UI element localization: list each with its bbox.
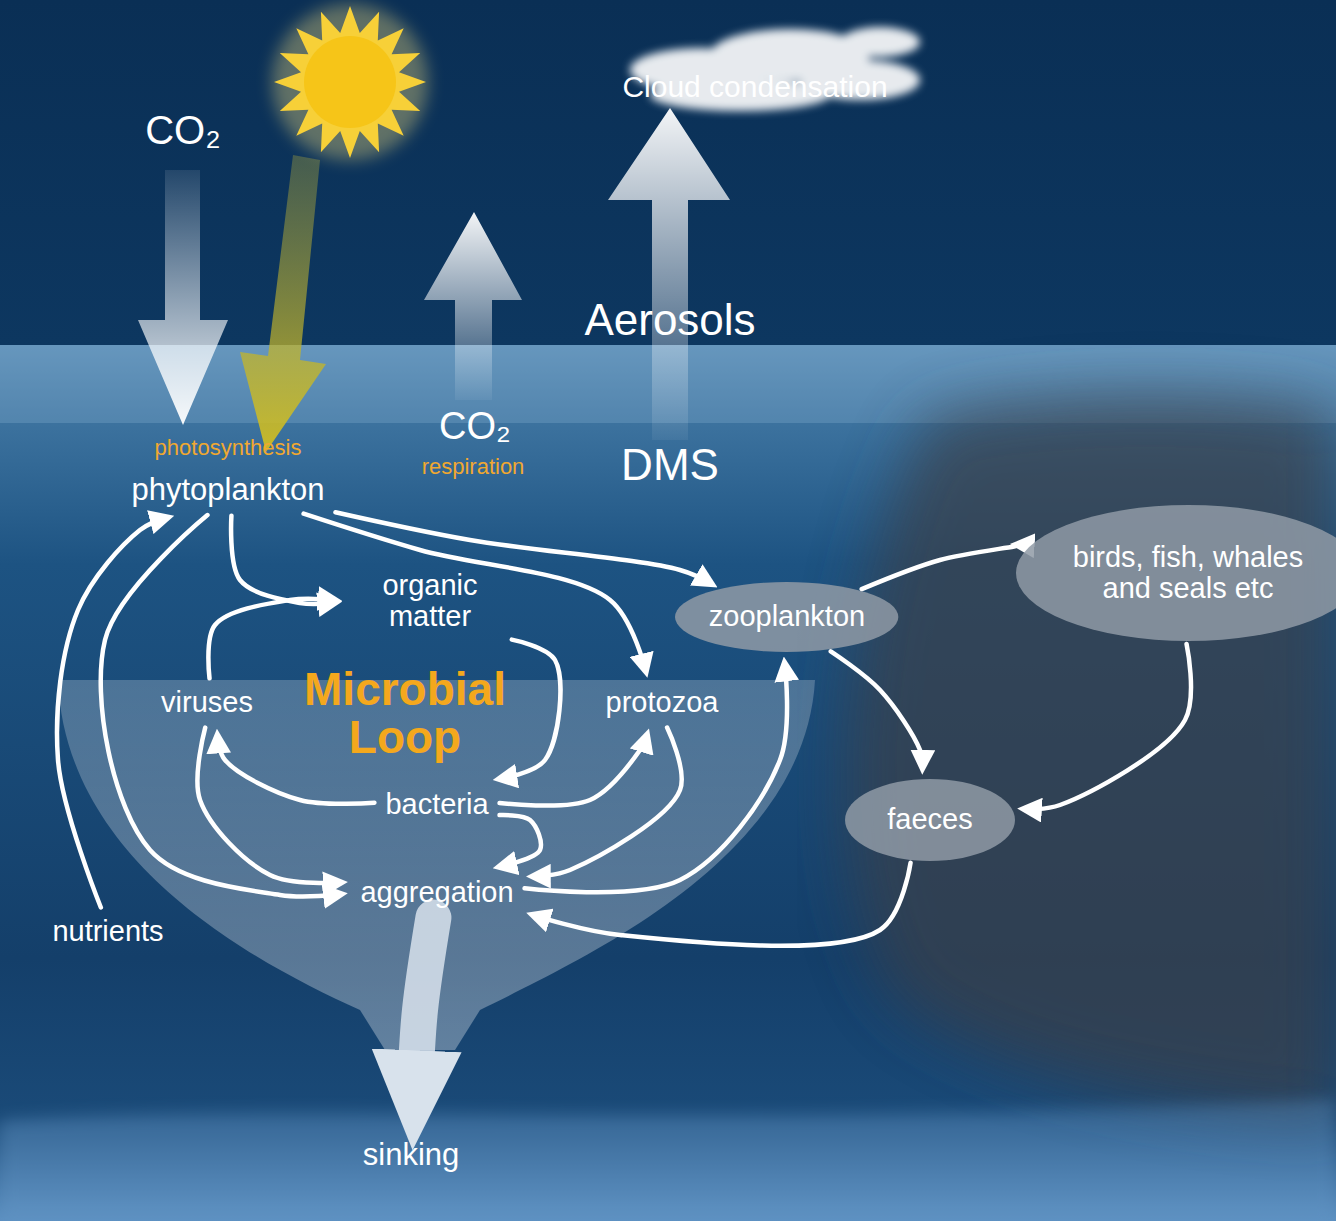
sinking-arrow [415, 918, 433, 1091]
node-text: nutrients [52, 916, 163, 947]
flow-arrow [500, 736, 647, 806]
flow-arrow [231, 516, 335, 604]
flow-arrow [862, 545, 1020, 590]
consumer-ellipse: zooplankton [675, 582, 898, 652]
flow-arrow [525, 664, 787, 892]
gas-label: CO₂ [145, 109, 221, 151]
loop-title: Microbial Loop [285, 665, 525, 762]
organism-label: phytoplankton [127, 471, 328, 508]
node-text: aggregation [360, 877, 513, 908]
node-text: birds, fish, whales and seals etc [1063, 542, 1313, 605]
node-text: bacteria [385, 789, 488, 820]
node-text: organic matter [355, 570, 505, 633]
node-text: zooplankton [709, 601, 865, 632]
ellipse-shape [1016, 505, 1336, 641]
gas-label: CO₂ [439, 407, 511, 447]
flow-arrow [197, 728, 340, 883]
process-label: Cloud condensation [622, 71, 887, 103]
process-label: photosynthesis [155, 436, 302, 459]
process-label: sinking [359, 1136, 464, 1173]
gas-label: DMS [621, 442, 719, 488]
pool-label: organic matter [351, 568, 509, 635]
flow-arrow [831, 651, 923, 767]
node-text: sinking [363, 1138, 460, 1171]
node-text: faeces [887, 804, 972, 835]
consumer-ellipse: birds, fish, whales and seals etc [1016, 505, 1336, 641]
organism-label: bacteria [381, 787, 492, 822]
flow-arrow [1025, 644, 1191, 809]
flow-arrow [533, 728, 681, 877]
flow-arrow [500, 815, 541, 867]
node-text: protozoa [606, 687, 719, 718]
flow-arrow [304, 514, 646, 671]
process-label: respiration [422, 455, 525, 478]
ellipse-shape [675, 582, 898, 652]
node-text: phytoplankton [131, 473, 324, 506]
aerosol-label: Aerosols [584, 297, 755, 343]
flow-arrow [500, 640, 560, 779]
waste-ellipse: faeces [845, 779, 1015, 861]
flow-arrow [533, 863, 910, 946]
input-label: nutrients [48, 914, 167, 949]
ellipse-shape [845, 779, 1015, 861]
organism-label: protozoa [602, 685, 723, 720]
node-text: viruses [161, 687, 253, 718]
organism-label: viruses [157, 685, 257, 720]
process-label: aggregation [356, 875, 517, 910]
